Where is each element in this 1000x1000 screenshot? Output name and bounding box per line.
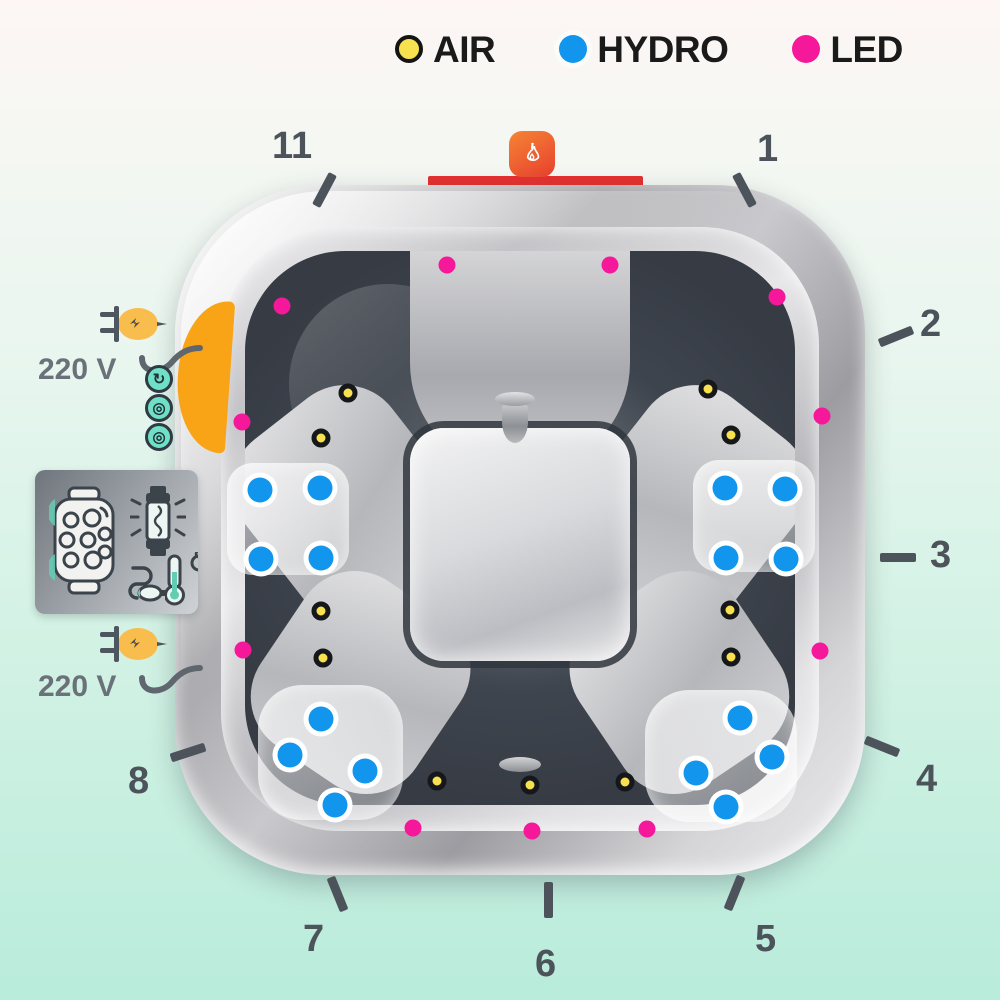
air-jet — [520, 775, 540, 795]
legend-item-hydro: HYDRO — [559, 28, 729, 70]
hydro-jet — [713, 794, 739, 820]
footwell — [410, 428, 630, 661]
callout-tick-4 — [863, 735, 901, 758]
hot-tub-shell — [175, 185, 865, 875]
hydro-jet — [277, 742, 303, 768]
air-jet — [313, 648, 333, 668]
hydro-jet — [322, 792, 348, 818]
callout-tick-3 — [880, 553, 916, 562]
hydro-jet — [712, 475, 738, 501]
hydro-jet — [352, 758, 378, 784]
callout-tick-5 — [723, 874, 746, 912]
callout-tick-7 — [326, 875, 349, 913]
uv-lamp-icon — [130, 486, 186, 556]
callout-5: 5 — [755, 918, 777, 960]
thermometer-icon — [165, 552, 198, 606]
legend-item-air: AIR — [395, 28, 496, 70]
callout-1: 1 — [757, 128, 779, 170]
jet-pump-icon: ◎ — [145, 394, 173, 422]
hydro-jet — [308, 706, 334, 732]
hydro-jet — [308, 545, 334, 571]
jet-pump-icon-2: ◎ — [145, 423, 173, 451]
flame-icon — [509, 131, 555, 177]
callout-6: 6 — [535, 943, 557, 985]
air-jet — [615, 772, 635, 792]
hydro-jet — [759, 744, 785, 770]
power-plug-icon-2 — [100, 626, 203, 694]
hydro-jet — [727, 705, 753, 731]
led-light — [234, 641, 252, 659]
air-jet — [338, 383, 358, 403]
fountain-fixture — [494, 391, 535, 443]
led-light — [404, 819, 422, 837]
hydro-jet — [773, 546, 799, 572]
led-light — [601, 256, 619, 274]
callout-2: 2 — [920, 303, 942, 345]
callout-11: 11 — [272, 125, 313, 167]
led-light — [438, 256, 456, 274]
hydro-jet — [247, 477, 273, 503]
led-light — [638, 820, 656, 838]
legend-label-hydro: HYDRO — [597, 28, 729, 70]
drain-fixture — [499, 756, 541, 772]
callout-4: 4 — [916, 758, 938, 800]
hydro-jet — [713, 545, 739, 571]
hydro-jet — [772, 476, 798, 502]
hydro-jet — [248, 546, 274, 572]
air-dot-icon — [395, 35, 423, 63]
air-jet — [311, 428, 331, 448]
callout-tick-6 — [544, 882, 553, 918]
led-light — [523, 822, 541, 840]
led-light — [273, 297, 291, 315]
hydro-dot-icon — [559, 35, 588, 63]
led-light — [233, 413, 251, 431]
air-jet — [427, 771, 447, 791]
air-jet — [721, 425, 741, 445]
air-jet — [721, 647, 741, 667]
led-dot-icon — [792, 35, 821, 63]
callout-8: 8 — [128, 760, 150, 802]
voltage-label-top: 220 V — [38, 353, 117, 386]
air-jet — [698, 379, 718, 399]
legend-item-led: LED — [792, 31, 903, 68]
power-plug-icon — [100, 306, 203, 374]
legend-label-air: AIR — [433, 28, 496, 70]
air-jet — [311, 601, 331, 621]
legend-label-led: LED — [830, 28, 903, 70]
heater-cable-icon — [128, 566, 166, 602]
equipment-panel — [35, 470, 198, 614]
led-light — [813, 407, 831, 425]
callout-7: 7 — [303, 918, 325, 960]
callout-3: 3 — [930, 534, 952, 576]
led-light — [811, 642, 829, 660]
voltage-label-bottom: 220 V — [38, 670, 117, 703]
hydro-jet — [683, 760, 709, 786]
callout-tick-2 — [877, 325, 915, 348]
air-jet — [720, 600, 740, 620]
circulation-pump-icon: ↻ — [145, 365, 173, 393]
filter-cartridge-icon — [49, 486, 115, 595]
led-light — [768, 288, 786, 306]
legend: AIR HYDRO LED — [395, 22, 965, 76]
hydro-jet — [307, 475, 333, 501]
